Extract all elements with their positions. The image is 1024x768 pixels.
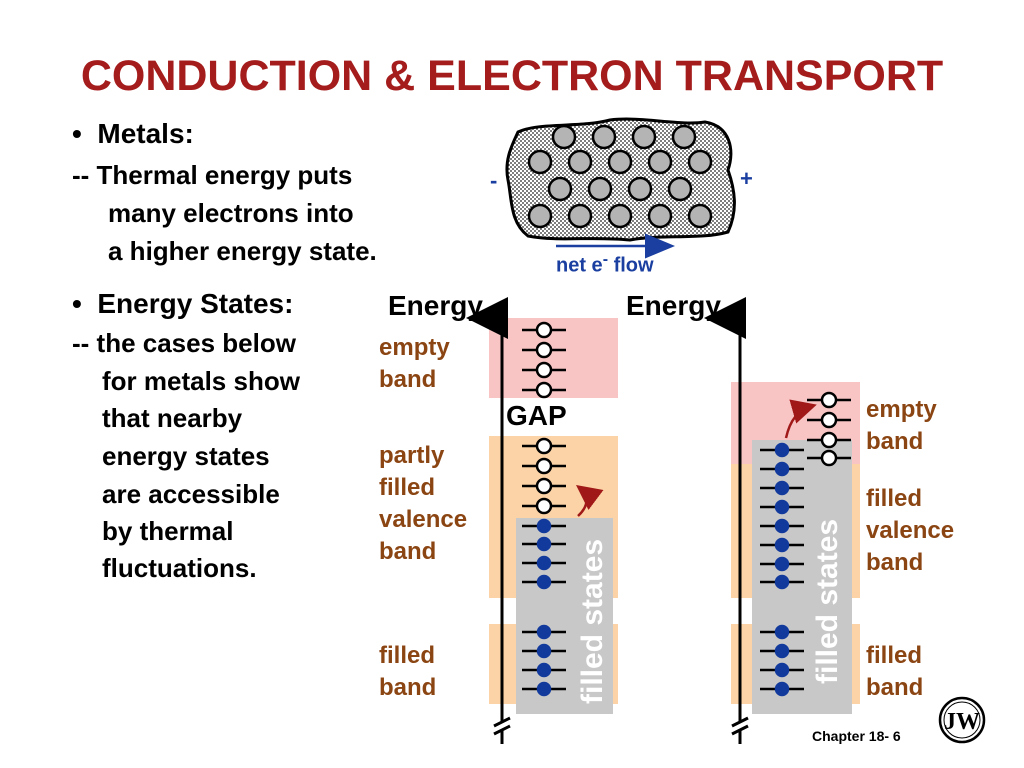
right-band-diagram <box>704 297 860 744</box>
energy-states-line-5: are accessible <box>102 479 280 509</box>
right-valence-band-label: filled valence band <box>866 483 954 579</box>
left-empty-band-label: empty band <box>379 332 450 396</box>
empty-state <box>535 321 553 339</box>
label-line: partly <box>379 442 445 469</box>
right-filled-states-text: filled states <box>811 519 844 684</box>
energy-states-line-7: fluctuations. <box>102 553 257 583</box>
label-line: empty <box>866 396 937 423</box>
empty-state <box>535 361 553 379</box>
metals-line-2: many electrons into <box>108 198 354 228</box>
flow-label-main: net e <box>556 254 603 277</box>
filled-state-electron <box>774 480 790 496</box>
gap-label: GAP <box>506 400 567 431</box>
net-electron-flow-label: net e- flow <box>556 251 654 278</box>
filled-state-electron <box>536 643 552 659</box>
filled-state-electron <box>536 518 552 534</box>
chapter-page-number: Chapter 18- 6 <box>812 728 901 744</box>
negative-terminal-label: - <box>490 168 498 193</box>
empty-state <box>820 449 838 467</box>
label-line: valence <box>866 517 955 544</box>
energy-states-line-1: -- the cases below <box>72 328 296 358</box>
left-filled-band-label: filled band <box>379 640 436 704</box>
metals-line-1: -- Thermal energy puts <box>72 160 353 190</box>
filled-state-electron <box>774 556 790 572</box>
empty-state <box>820 391 838 409</box>
empty-state <box>535 437 553 455</box>
label-line: filled <box>379 474 436 501</box>
left-energy-axis-label: Energy <box>388 290 483 321</box>
label-line: empty <box>379 334 450 361</box>
energy-states-heading: • Energy States: <box>72 288 293 320</box>
logo-text: JW <box>944 709 980 735</box>
empty-state <box>535 477 553 495</box>
filled-state-electron <box>774 624 790 640</box>
filled-state-electron <box>774 574 790 590</box>
bullet-dot: • <box>72 118 82 149</box>
filled-state-electron <box>774 518 790 534</box>
empty-state <box>535 381 553 399</box>
empty-state <box>820 411 838 429</box>
filled-state-electron <box>774 499 790 515</box>
label-line: band <box>379 674 437 701</box>
left-band-diagram <box>466 297 618 744</box>
filled-state-electron <box>536 536 552 552</box>
filled-states-region <box>752 440 852 714</box>
publisher-logo: JW <box>938 696 986 744</box>
empty-band-box <box>489 318 618 398</box>
page-title: CONDUCTION & ELECTRON TRANSPORT <box>80 52 944 100</box>
filled-state-electron <box>774 643 790 659</box>
filled-state-electron <box>536 555 552 571</box>
filled-state-electron <box>774 537 790 553</box>
filled-state-electron <box>774 461 790 477</box>
energy-states-line-3: that nearby <box>102 403 243 433</box>
filled-state-electron <box>536 574 552 590</box>
empty-state <box>535 497 553 515</box>
flow-label-sup: - <box>602 251 609 268</box>
empty-state <box>535 457 553 475</box>
thermal-excitation-arrow <box>576 484 604 517</box>
label-line: band <box>866 674 924 701</box>
label-line: valence <box>379 506 468 533</box>
energy-states-line-2: for metals show <box>102 366 300 396</box>
empty-state <box>535 341 553 359</box>
filled-state-electron <box>536 662 552 678</box>
label-line: band <box>379 538 437 565</box>
flow-label-suffix: flow <box>608 254 654 277</box>
atom-lattice <box>527 124 713 229</box>
right-energy-axis-label: Energy <box>626 290 721 321</box>
metal-conductor <box>505 117 736 242</box>
metals-heading: • Metals: <box>72 118 194 150</box>
left-filled-states-text: filled states <box>576 539 609 704</box>
label-line: filled <box>379 642 436 669</box>
filled-state-electron <box>536 624 552 640</box>
filled-state-electron <box>536 681 552 697</box>
empty-state <box>820 431 838 449</box>
label-line: band <box>866 549 924 576</box>
filled-states-region <box>516 518 613 714</box>
thermal-excitation-arrow <box>784 399 817 439</box>
metals-heading-text: Metals: <box>97 118 194 149</box>
label-line: filled <box>866 642 923 669</box>
left-states <box>522 321 566 697</box>
right-states <box>760 391 851 697</box>
energy-states-heading-text: Energy States: <box>97 288 294 319</box>
label-line: filled <box>866 485 923 512</box>
bullet-dot: • <box>72 288 82 319</box>
left-valence-band-label: partly filled valence band <box>379 440 467 568</box>
right-filled-band-label: filled band <box>866 640 923 704</box>
energy-states-line-6: by thermal <box>102 516 234 546</box>
energy-states-line-4: energy states <box>102 441 270 471</box>
label-line: band <box>379 366 437 393</box>
metals-line-3: a higher energy state. <box>108 236 377 266</box>
filled-state-electron <box>774 681 790 697</box>
filled-state-electron <box>774 662 790 678</box>
right-empty-band-label: empty band <box>866 394 937 458</box>
label-line: band <box>866 428 924 455</box>
filled-state-electron <box>774 442 790 458</box>
positive-terminal-label: + <box>740 166 753 191</box>
